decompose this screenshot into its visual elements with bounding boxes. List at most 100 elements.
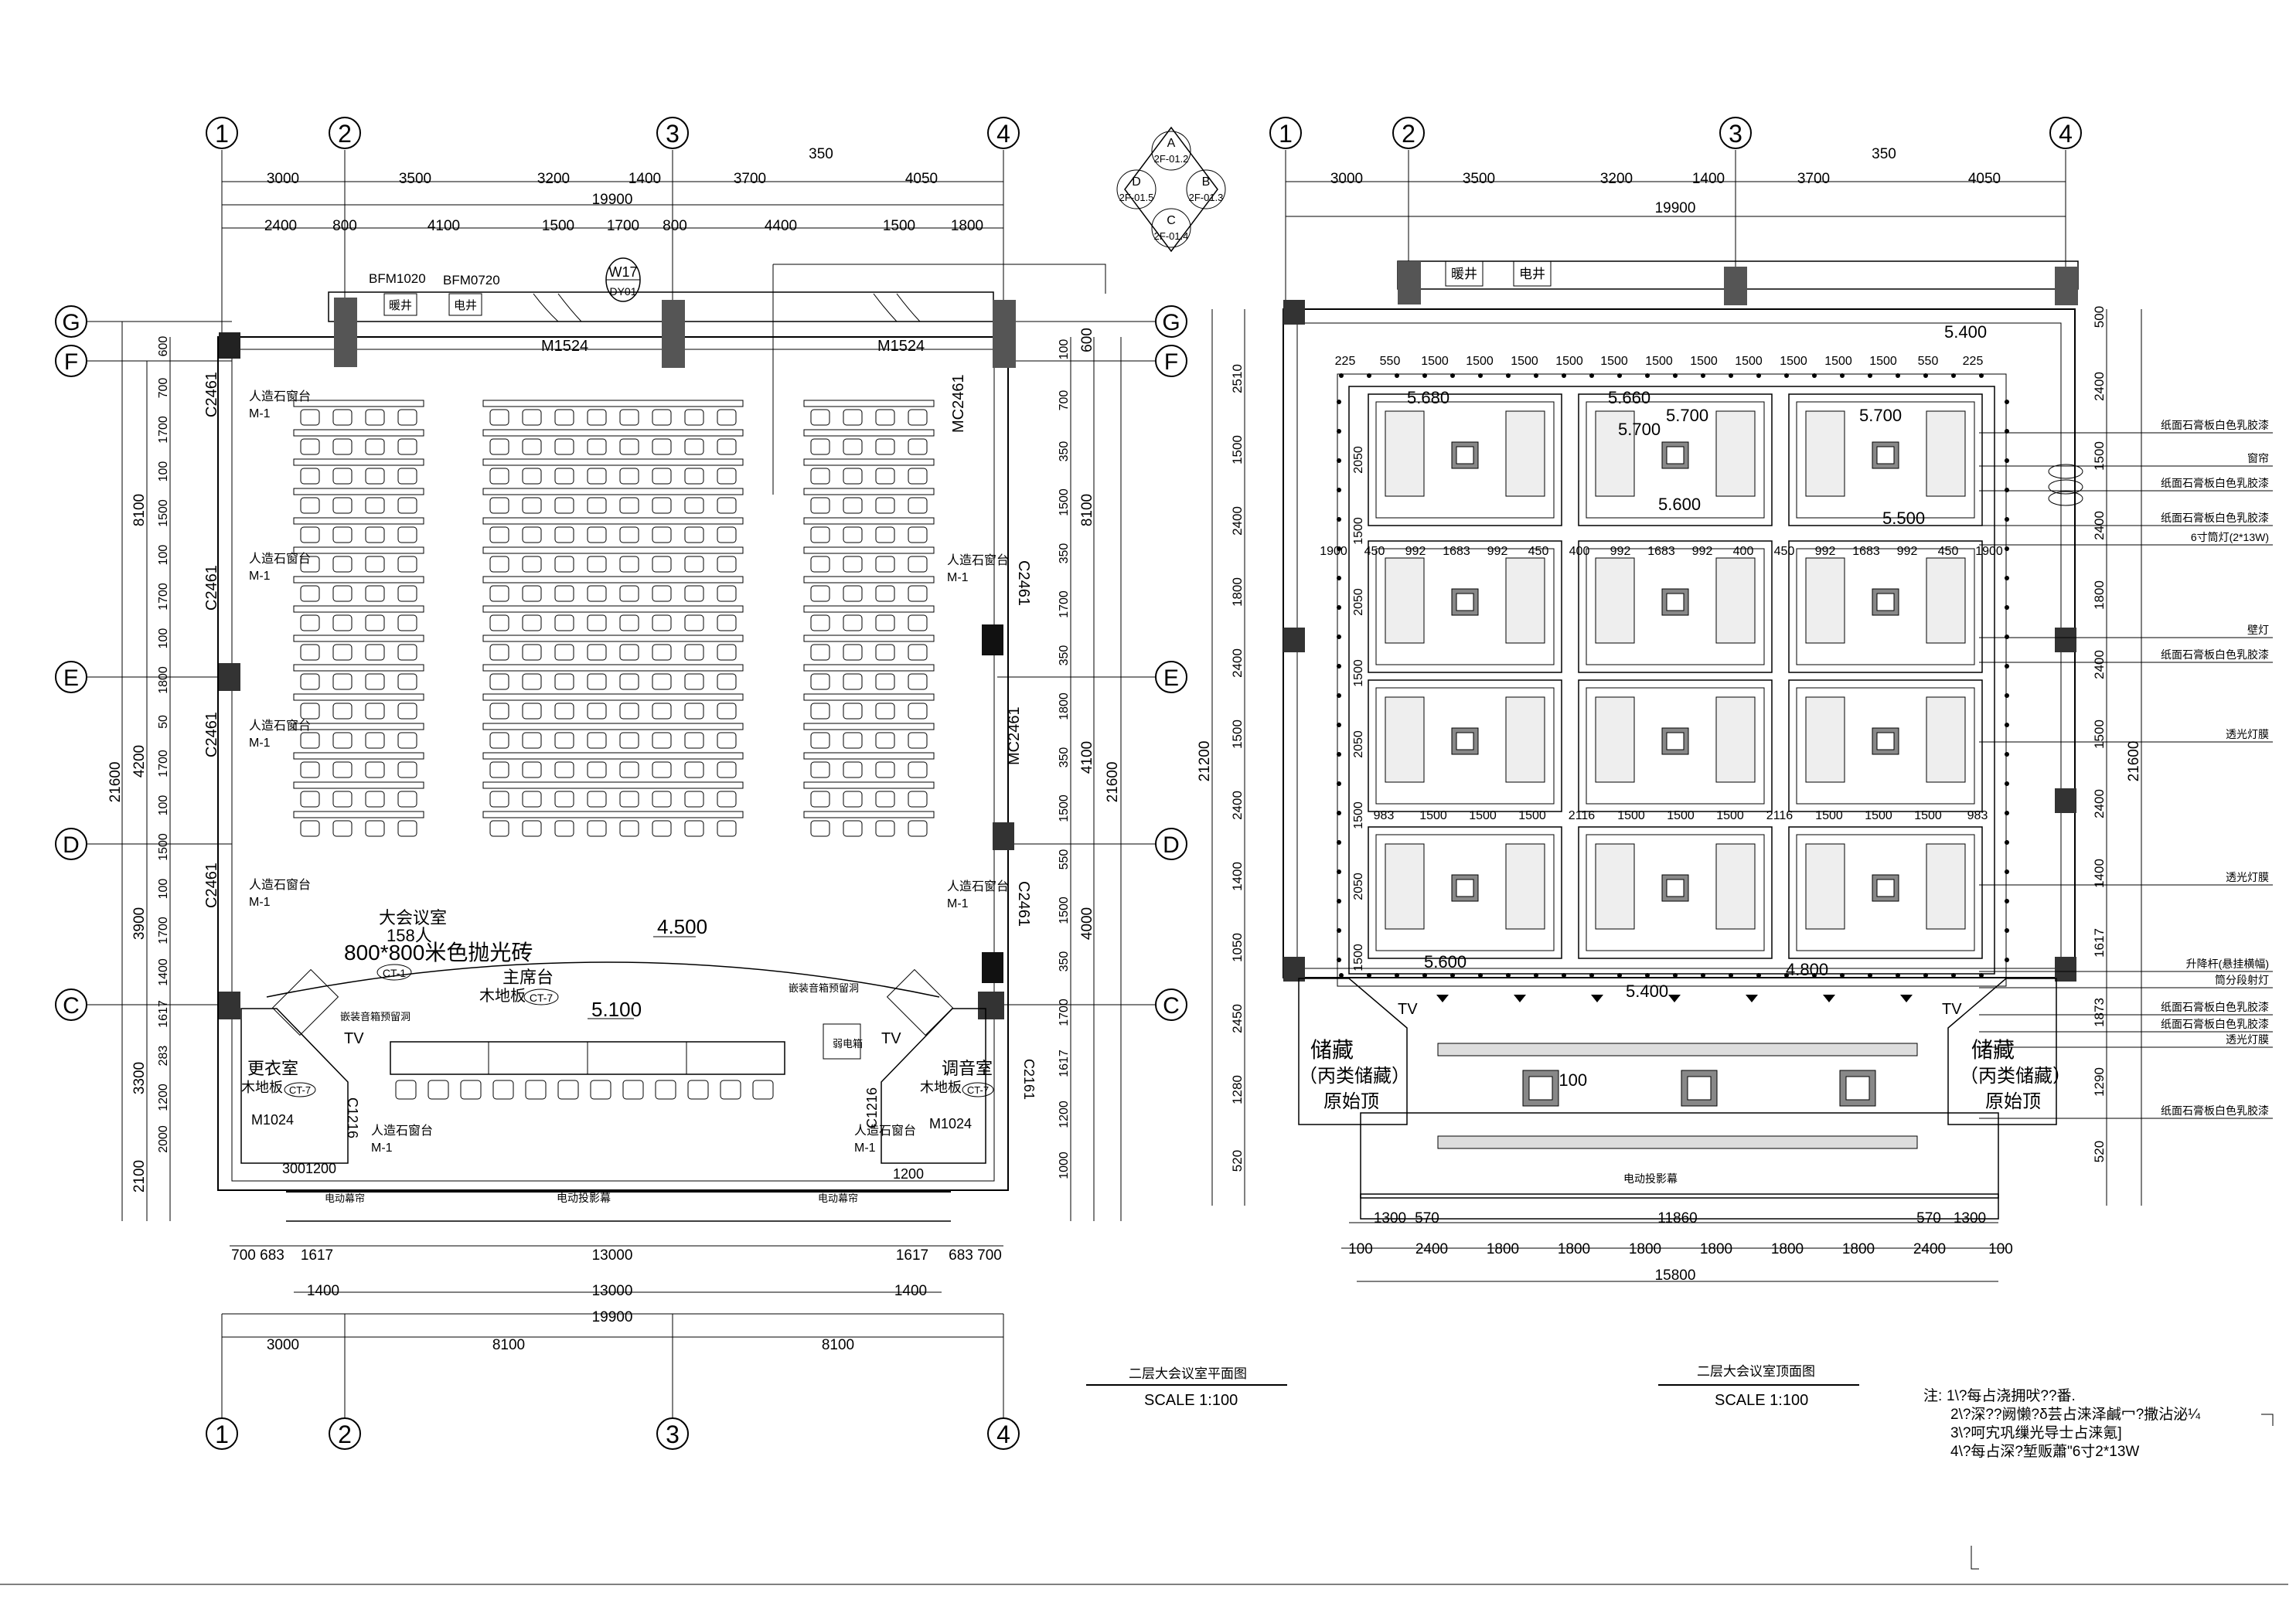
plan-seat bbox=[554, 438, 574, 455]
svg-text:8100: 8100 bbox=[1079, 494, 1095, 526]
plan-seat bbox=[397, 732, 417, 749]
plan-stage-chair bbox=[622, 1080, 644, 1100]
plan-right-inner-dim: 1700 bbox=[1058, 590, 1071, 618]
ceiling-bottom-dim: 1800 bbox=[1842, 1241, 1875, 1257]
plan-seat bbox=[522, 703, 542, 720]
ceiling-downlight bbox=[1979, 373, 1984, 378]
ceiling-row3-dim: 1500 bbox=[1667, 809, 1695, 822]
ceiling-downlight bbox=[1337, 400, 1341, 404]
plan-seat bbox=[365, 556, 385, 573]
ceiling-legend-label: 筒分段射灯 bbox=[2215, 974, 2269, 986]
plan-left-inner-dim: 1800 bbox=[157, 666, 170, 694]
ceiling-coffer-inner bbox=[1796, 687, 1975, 805]
ceiling-downlight bbox=[1534, 373, 1538, 378]
plan-stage-floor: 木地板 bbox=[479, 987, 526, 1005]
ceiling-row2-dim: 992 bbox=[1610, 545, 1631, 558]
svg-text:原始顶: 原始顶 bbox=[1985, 1091, 2041, 1112]
plan-left-inner-dim: 700 bbox=[157, 378, 170, 399]
plan-desk-row bbox=[293, 811, 424, 818]
ceiling-left-outer-dim: 1280 bbox=[1230, 1075, 1245, 1104]
ceiling-legend-label: 窗帘 bbox=[2247, 452, 2269, 464]
plan-seat bbox=[365, 497, 385, 514]
plan-seat bbox=[332, 468, 353, 485]
plan-seat bbox=[684, 761, 704, 778]
plan-seat bbox=[300, 820, 320, 837]
plan-seat bbox=[875, 468, 895, 485]
ceiling-coffer bbox=[1368, 393, 1562, 526]
plan-right-inner-dim: 1700 bbox=[1058, 999, 1071, 1026]
plan-seat bbox=[489, 409, 509, 426]
ceiling-row2-dim: 1900 bbox=[1975, 545, 2003, 558]
plan-right-inner-dim: 1200 bbox=[1058, 1101, 1071, 1128]
ceiling-light-film bbox=[1805, 410, 1845, 497]
ceiling-row3-dim: 2116 bbox=[1569, 809, 1596, 822]
plan-seat bbox=[843, 614, 863, 631]
plan-seat bbox=[652, 497, 672, 514]
svg-text:D: D bbox=[63, 832, 80, 858]
plan-right-inner-dim: 350 bbox=[1058, 951, 1071, 972]
ceiling-inner-vertical-dim: 2050 bbox=[1352, 588, 1365, 616]
plan-seat bbox=[652, 468, 672, 485]
plan-seat bbox=[522, 409, 542, 426]
ceiling-bottom-dim: 100 bbox=[1348, 1241, 1373, 1257]
ceiling-row3-dim: 1500 bbox=[1815, 809, 1843, 822]
plan-seat bbox=[684, 556, 704, 573]
plan-seat bbox=[365, 526, 385, 543]
svg-text:3900: 3900 bbox=[131, 907, 148, 940]
ceiling-row1-dim: 1500 bbox=[1690, 355, 1718, 368]
plan-seat bbox=[810, 585, 830, 602]
ceiling-light-film bbox=[1505, 557, 1545, 644]
svg-text:D: D bbox=[1132, 175, 1141, 189]
plan-seat bbox=[554, 468, 574, 485]
ceiling-downlight bbox=[1422, 373, 1427, 378]
ceiling-downlight bbox=[1337, 693, 1341, 698]
plan-seat bbox=[810, 703, 830, 720]
plan-seat bbox=[875, 438, 895, 455]
svg-text:5.680: 5.680 bbox=[1407, 388, 1449, 407]
ceiling-left-outer-dim: 2400 bbox=[1230, 648, 1245, 678]
ceiling-air-diffuser-core bbox=[1666, 446, 1685, 464]
ceiling-downlight bbox=[1701, 973, 1705, 978]
plan-seat bbox=[554, 703, 574, 720]
svg-text:3000: 3000 bbox=[267, 1337, 299, 1353]
svg-text:1200: 1200 bbox=[893, 1166, 924, 1182]
svg-text:1400: 1400 bbox=[894, 1283, 927, 1299]
ceiling-spotlight bbox=[1900, 995, 1913, 1002]
plan-projection-screen: 电动投影幕 bbox=[557, 1192, 611, 1204]
ceiling-downlight bbox=[1506, 373, 1511, 378]
plan-seat bbox=[587, 732, 607, 749]
plan-seat bbox=[684, 791, 704, 808]
plan-seat bbox=[554, 732, 574, 749]
plan-seat bbox=[717, 703, 737, 720]
plan-seat bbox=[365, 703, 385, 720]
ceiling-row2-dim: 1683 bbox=[1647, 545, 1675, 558]
ceiling-coffer-inner bbox=[1375, 548, 1555, 665]
plan-stage-chairs bbox=[395, 1080, 774, 1100]
svg-text:A: A bbox=[1167, 137, 1176, 150]
svg-text:E: E bbox=[63, 665, 79, 691]
plan-desk-row bbox=[803, 723, 935, 730]
svg-text:3: 3 bbox=[1729, 120, 1742, 148]
plan-window-tag-w17: W17 DY01 bbox=[605, 257, 641, 302]
svg-text:G: G bbox=[62, 310, 80, 335]
ceiling-downlight bbox=[1337, 429, 1341, 434]
svg-text:4050: 4050 bbox=[905, 171, 938, 187]
ceiling-downlight bbox=[2005, 458, 2009, 463]
svg-text:3500: 3500 bbox=[1463, 171, 1495, 187]
svg-text:4000: 4000 bbox=[1079, 907, 1095, 940]
ceiling-grid-bubble-1: 1 bbox=[1269, 117, 1302, 149]
plan-left-inner-dim: 100 bbox=[157, 879, 170, 900]
ceiling-coffer bbox=[1788, 679, 1983, 812]
ceiling-downlight bbox=[1337, 752, 1341, 757]
svg-text:570: 570 bbox=[1415, 1210, 1439, 1227]
svg-text:5.700: 5.700 bbox=[1618, 420, 1661, 439]
plan-seat bbox=[619, 409, 639, 426]
plan-top-dimensions: 3000 3500 3200 1400 3700 4050 350 19900 … bbox=[222, 146, 1003, 234]
ceiling-row1-dim: 550 bbox=[1380, 355, 1401, 368]
svg-text:2100: 2100 bbox=[131, 1160, 148, 1193]
plan-seat bbox=[587, 673, 607, 690]
plan-seat bbox=[365, 614, 385, 631]
plan-seat bbox=[875, 703, 895, 720]
svg-text:3500: 3500 bbox=[399, 171, 431, 187]
plan-desk-row bbox=[803, 781, 935, 789]
